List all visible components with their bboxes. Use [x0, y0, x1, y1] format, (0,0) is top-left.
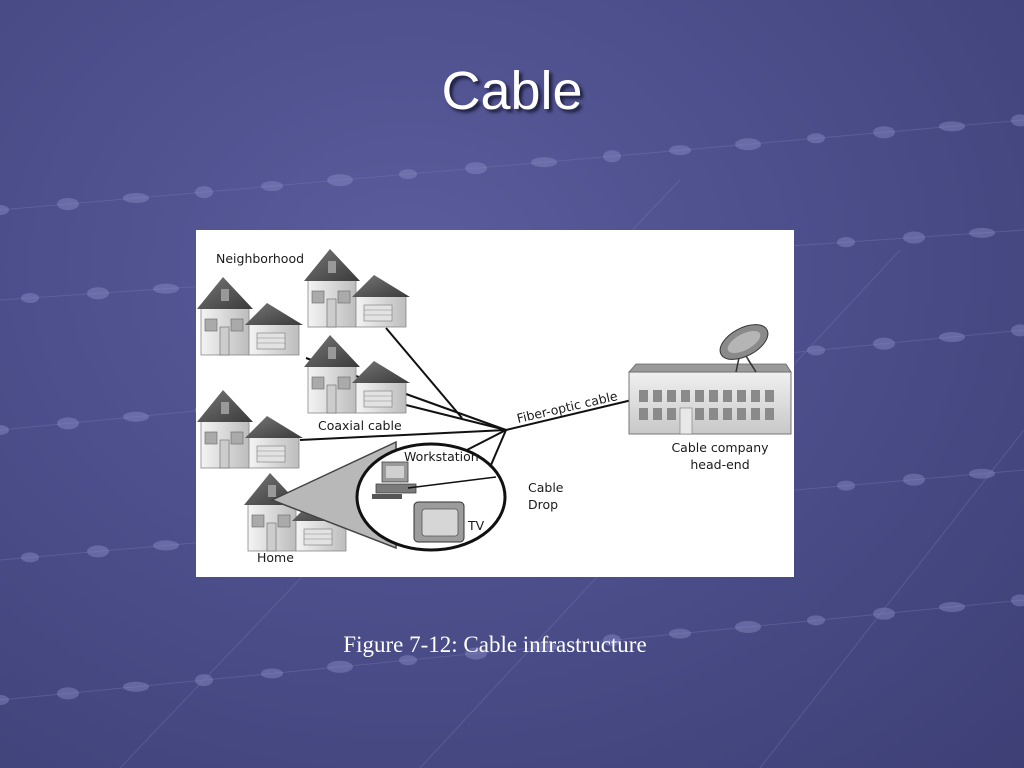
- background-dot: [939, 332, 965, 343]
- neighborhood-house-3: [303, 334, 411, 414]
- background-dot: [669, 145, 691, 156]
- neighborhood-label: Neighborhood: [216, 251, 304, 266]
- workstation-icon: [372, 461, 497, 499]
- background-dot: [735, 620, 761, 633]
- background-dot: [807, 615, 825, 626]
- background-dot: [735, 138, 761, 151]
- background-dot: [261, 181, 283, 192]
- background-dot: [327, 174, 353, 187]
- background-dot: [531, 157, 557, 168]
- background-dot: [57, 417, 79, 430]
- background-dot: [873, 337, 895, 350]
- background-dot: [57, 687, 79, 700]
- background-dot: [327, 660, 353, 673]
- figure-caption: Figure 7-12: Cable infrastructure: [343, 632, 647, 657]
- background-dot: [837, 480, 855, 491]
- head-end-label-line2: head-end: [690, 457, 749, 472]
- background-dot: [1011, 324, 1024, 337]
- background-dot: [87, 287, 109, 300]
- background-dot: [57, 198, 79, 211]
- background-dot: [0, 695, 9, 705]
- workstation-label: Workstation: [404, 449, 479, 464]
- home-label: Home: [257, 550, 294, 565]
- background-dot: [1011, 114, 1024, 127]
- background-dot: [669, 628, 691, 639]
- background-dot: [873, 126, 895, 139]
- background-dot: [87, 545, 109, 558]
- background-dot: [1011, 594, 1024, 607]
- background-dot: [261, 668, 283, 679]
- background-dot: [465, 162, 487, 175]
- cable-diagram-figure: Neighborhood Coaxial cable Fiber-optic c…: [196, 230, 794, 577]
- background-dot: [123, 411, 149, 422]
- cable-diagram: Neighborhood Coaxial cable Fiber-optic c…: [196, 248, 792, 565]
- background-dot: [873, 607, 895, 620]
- cable-drop-label-line1: Cable: [528, 480, 564, 495]
- background-dot: [195, 186, 213, 199]
- background-dot: [153, 283, 179, 294]
- background-dot: [603, 634, 621, 647]
- neighborhood-house-2: [196, 276, 304, 356]
- background-dot: [0, 425, 9, 435]
- cable-drop-label-line2: Drop: [528, 497, 558, 512]
- background-dot: [399, 655, 417, 666]
- background-dot: [603, 150, 621, 163]
- neighborhood-house-4: [196, 389, 304, 469]
- background-dot: [939, 121, 965, 132]
- background-dot: [807, 133, 825, 144]
- tv-icon: [413, 501, 465, 543]
- background-dot: [399, 169, 417, 180]
- background-dot: [807, 345, 825, 356]
- cable-company-building-icon: [628, 363, 792, 435]
- background-dot: [153, 540, 179, 551]
- background-dot: [837, 237, 855, 248]
- slide-title: Cable: [441, 61, 583, 121]
- background-dot: [123, 193, 149, 204]
- satellite-dish-icon: [719, 324, 769, 373]
- background-dot: [531, 641, 557, 652]
- head-end-label-line1: Cable company: [671, 440, 769, 455]
- background-dot: [465, 647, 487, 660]
- coaxial-cable-label: Coaxial cable: [318, 418, 402, 433]
- background-dot: [0, 205, 9, 215]
- background-dot: [969, 227, 995, 238]
- fiber-optic-cable-line: [505, 399, 633, 431]
- background-dot: [21, 552, 39, 563]
- background-dot: [969, 468, 995, 479]
- background-dot: [903, 231, 925, 244]
- neighborhood-house-1: [303, 248, 411, 328]
- tv-label: TV: [467, 518, 485, 533]
- background-dot: [195, 674, 213, 687]
- background-dot: [939, 602, 965, 613]
- background-dot: [123, 681, 149, 692]
- background-dot: [21, 292, 39, 303]
- background-dot: [903, 473, 925, 486]
